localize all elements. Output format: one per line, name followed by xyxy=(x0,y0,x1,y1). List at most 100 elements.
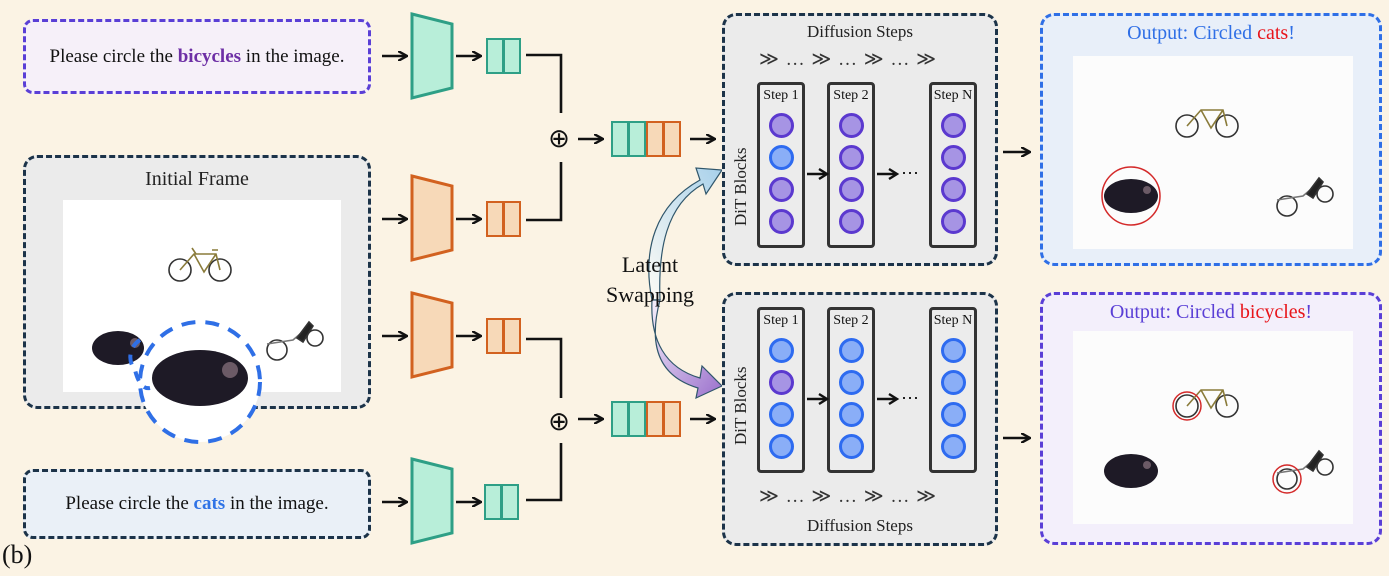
output-panel-cats: Output: Circled cats! xyxy=(1040,13,1382,266)
cat-icon xyxy=(1104,454,1158,488)
ellipsis: ⋯ xyxy=(901,388,919,408)
dit-block-node-blue xyxy=(839,338,864,363)
output-keyword: bicycles xyxy=(1239,301,1306,323)
step-label: Step 1 xyxy=(763,313,799,328)
text-tokens-top xyxy=(486,38,521,74)
image-tokens-bottom xyxy=(486,318,521,354)
connector-line xyxy=(526,337,563,398)
highlight-circle xyxy=(1272,464,1302,494)
dit-block-node-blue xyxy=(941,434,966,459)
zoom-callout xyxy=(128,320,262,444)
dit-block-node-purple xyxy=(839,209,864,234)
step-label: Step 1 xyxy=(763,88,799,103)
diffusion-steps-title: Diffusion Steps xyxy=(807,22,913,41)
text-tokens-bottom xyxy=(484,484,519,520)
step-column: Step 1 xyxy=(757,307,805,473)
dit-block-node-purple xyxy=(769,177,794,202)
step-column: Step 2 xyxy=(827,82,875,248)
dit-block-node-purple xyxy=(769,113,794,138)
output-title-prefix: Output: Circled xyxy=(1127,22,1258,44)
initial-frame-title: Initial Frame xyxy=(145,168,249,190)
step-label: Step 2 xyxy=(833,88,869,103)
connector-line xyxy=(526,443,563,502)
recumbent-bicycle-icon xyxy=(266,320,324,361)
dit-block-node-blue xyxy=(839,402,864,427)
dit-block-node-blue xyxy=(839,370,864,395)
diffusion-steps-chevrons: ≫ … ≫ … ≫ … ≫ xyxy=(759,49,938,70)
step-label: Step N xyxy=(933,313,973,328)
step-label: Step N xyxy=(933,88,973,103)
arrow-head-icon xyxy=(818,167,830,181)
latent-swapping-line1: Latent xyxy=(621,252,679,277)
output-title-suffix: ! xyxy=(1288,22,1295,44)
dit-block-node-blue xyxy=(769,434,794,459)
output-title-prefix: Output: Circled xyxy=(1109,301,1240,323)
prompt-keyword-bicycles: bicycles xyxy=(177,45,242,67)
image-encoder-top xyxy=(410,174,454,262)
arrow-head-icon xyxy=(888,167,900,181)
step-label: Step 2 xyxy=(833,313,869,328)
prompt-text-prefix: Please circle the xyxy=(65,493,194,514)
step-column: Step 2 xyxy=(827,307,875,473)
dit-block-node-blue xyxy=(941,370,966,395)
output-title: Output: Circled cats! xyxy=(1043,22,1379,45)
output-keyword: cats xyxy=(1257,22,1289,44)
prompt-keyword-cats: cats xyxy=(193,493,226,514)
text-encoder-bottom xyxy=(410,457,454,545)
dit-block-node-purple xyxy=(941,113,966,138)
zoom-connector xyxy=(128,338,151,391)
arrow-head-icon xyxy=(818,392,830,406)
dit-block-node-purple xyxy=(839,145,864,170)
image-tokens-top xyxy=(486,201,521,237)
combined-tokens-top xyxy=(611,121,681,157)
dit-block-node-purple xyxy=(941,209,966,234)
dit-block-node-purple xyxy=(941,145,966,170)
concat-icon-top: ⊕ xyxy=(548,124,570,154)
ellipsis: ⋯ xyxy=(901,163,919,183)
step-column: Step N xyxy=(929,82,977,248)
step-arrows: ⋯ xyxy=(807,163,919,183)
connector-line xyxy=(526,162,563,222)
output-title: Output: Circled bicycles! xyxy=(1043,301,1379,324)
latent-swapping-label: Latent Swapping xyxy=(590,250,710,310)
recumbent-bicycle-icon xyxy=(1276,176,1334,217)
diffusion-steps-title: Diffusion Steps xyxy=(807,516,913,535)
arrow-head-icon xyxy=(888,392,900,406)
prompt-text-prefix: Please circle the xyxy=(49,45,178,67)
highlight-circle xyxy=(1172,391,1202,421)
output-arrows xyxy=(1003,0,1040,576)
output-title-suffix: ! xyxy=(1305,301,1313,323)
step-column: Step 1 xyxy=(757,82,805,248)
prompt-text-suffix: in the image. xyxy=(225,493,329,514)
diffusion-steps-chevrons: ≫ … ≫ … ≫ … ≫ xyxy=(759,486,938,507)
output-panel-bicycles: Output: Circled bicycles! xyxy=(1040,292,1382,545)
highlight-circle xyxy=(1101,166,1161,226)
dit-panel-bottom: Diffusion Steps ≫ … ≫ … ≫ … ≫ DiT Blocks… xyxy=(722,292,998,546)
prompt-cats: Please circle the cats in the image. xyxy=(23,469,371,539)
step-arrows: ⋯ xyxy=(807,388,919,408)
dit-block-node-blue xyxy=(769,338,794,363)
bicycle-icon xyxy=(168,247,232,282)
dit-block-node-blue xyxy=(941,338,966,363)
figure-label: (b) xyxy=(2,540,33,569)
cat-large-icon xyxy=(152,350,248,406)
step-column: Step N xyxy=(929,307,977,473)
bicycle-icon xyxy=(1175,389,1239,418)
prompt-text-suffix: in the image. xyxy=(241,45,345,67)
prompt-bicycles: Please circle the bicycles in the image. xyxy=(23,19,371,94)
connector-line xyxy=(526,53,563,113)
dit-block-node-purple xyxy=(941,177,966,202)
dit-block-node-blue xyxy=(839,434,864,459)
combined-tokens-bottom xyxy=(611,401,681,437)
latent-swapping-line2: Swapping xyxy=(606,282,694,307)
dit-block-node-purple xyxy=(769,209,794,234)
dit-block-node-blue xyxy=(769,402,794,427)
output-image-bicycles xyxy=(1073,331,1353,524)
image-encoder-bottom xyxy=(410,291,454,379)
dit-block-node-purple xyxy=(839,113,864,138)
cat-icon xyxy=(1104,179,1158,213)
dit-block-node-purple xyxy=(769,370,794,395)
latent-swap-arrow-down xyxy=(651,299,724,400)
concat-icon-bottom: ⊕ xyxy=(548,407,570,437)
dit-block-node-purple xyxy=(839,177,864,202)
